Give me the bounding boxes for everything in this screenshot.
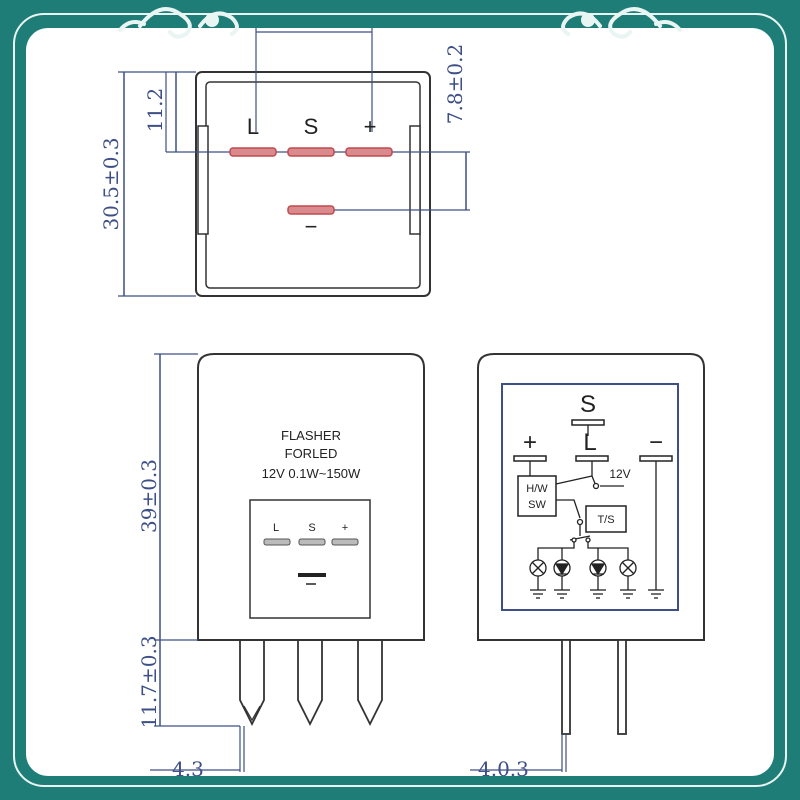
front-leg-1 xyxy=(239,640,265,727)
front-view: FLASHER FORLED 12V 0.1W~150W L S + 39±0.… xyxy=(137,353,425,781)
schematic-led-2-icon xyxy=(589,559,607,590)
dim-height-value: 30.5±0.3 xyxy=(99,137,123,230)
front-label-line1: FLASHER xyxy=(281,428,341,443)
front-pin-label-plus: + xyxy=(342,522,348,534)
schematic-terminal-s: S xyxy=(580,391,596,418)
front-leg-1-tip xyxy=(243,705,261,722)
dim-bottom-partial-front: 4.3 xyxy=(172,757,204,781)
front-pin-pad-s xyxy=(298,538,326,546)
schematic-pad-minus xyxy=(639,455,673,462)
front-pin-pad-plus xyxy=(331,538,359,546)
top-view-outer-outline xyxy=(195,71,431,297)
front-label-line2: FORLED xyxy=(285,446,338,461)
schematic-lamp-2-icon xyxy=(619,559,637,590)
schematic-hw-label: H/W xyxy=(526,483,548,495)
schematic-led-1-icon xyxy=(553,559,571,590)
top-pin-label-ground: − xyxy=(305,214,318,239)
dim-body-value: 39±0.3 xyxy=(137,459,161,533)
schematic-lamp-1-icon xyxy=(529,559,547,590)
front-ground-bar xyxy=(298,573,326,577)
schematic-terminal-plus: + xyxy=(523,429,537,456)
schematic-pad-plus xyxy=(513,455,547,462)
right-cloud-ornament-icon xyxy=(561,7,682,39)
schematic-sw-label: SW xyxy=(528,499,546,511)
dim-pin-gap-value: 7.8±0.2 xyxy=(443,44,467,124)
top-pin-pad-ground xyxy=(287,205,335,215)
frame-outer-border xyxy=(13,13,787,787)
schematic-voltage-label: 12V xyxy=(609,467,630,481)
schematic-terminal-minus: − xyxy=(649,429,663,456)
dim-bottom-partial-side: 4.0.3 xyxy=(478,757,529,781)
top-pin-pad-plus xyxy=(345,147,393,157)
schematic-pad-s xyxy=(571,419,605,426)
top-view-left-tab xyxy=(197,125,209,235)
front-pin-label-s: S xyxy=(308,522,315,534)
front-label-line3: 12V 0.1W~150W xyxy=(262,466,361,481)
left-cloud-ornament-icon xyxy=(118,7,239,39)
front-leg-2 xyxy=(297,640,323,727)
front-leg-3 xyxy=(357,640,383,727)
dim-leg-value: 11.7±0.3 xyxy=(137,635,161,728)
side-leg-1 xyxy=(561,639,571,735)
schematic-wiring xyxy=(529,425,657,590)
schematic-ground-icons xyxy=(530,589,664,599)
front-pin-pad-l xyxy=(263,538,291,546)
top-pin-label-plus: + xyxy=(364,114,377,139)
schematic-pad-l xyxy=(575,455,609,462)
front-pin-label-l: L xyxy=(273,522,279,534)
schematic-hw-switch-box xyxy=(517,475,557,517)
schematic-ts-switch-box xyxy=(585,505,627,533)
top-pin-label-s: S xyxy=(304,114,319,139)
top-view-right-tab xyxy=(409,125,421,235)
top-pin-label-l: L xyxy=(247,114,259,139)
top-view: L S + − 30.5±0.3 11.2 7.8±0.2 xyxy=(99,28,470,297)
top-pin-pad-l xyxy=(229,147,277,157)
dim-pin-offset-value: 11.2 xyxy=(143,88,167,133)
schematic-ts-label: T/S xyxy=(597,514,614,526)
front-connector-window xyxy=(249,499,371,619)
top-pin-pad-s xyxy=(287,147,335,157)
schematic-terminal-l: L xyxy=(583,429,596,456)
side-leg-2 xyxy=(617,639,627,735)
side-view: S + L − H/W SW xyxy=(470,353,705,781)
